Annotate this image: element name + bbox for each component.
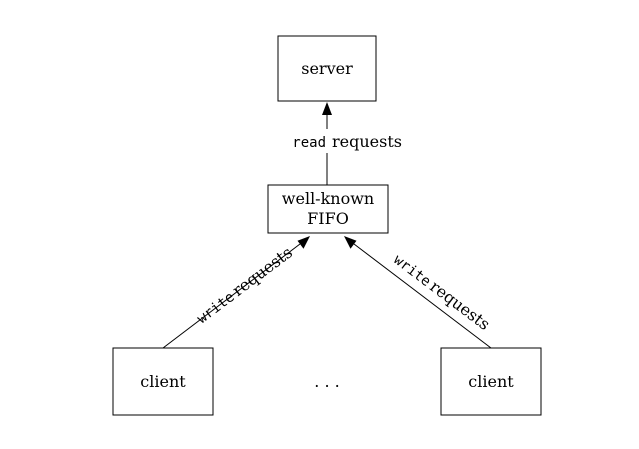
write-arrow-right-line	[353, 243, 492, 349]
write-right-text: requests	[426, 277, 493, 334]
write-left-label: write requests	[194, 243, 296, 327]
write-right-label: write requests	[390, 252, 493, 334]
read-label-gap	[326, 129, 332, 153]
read-edge-text: requests	[332, 132, 402, 151]
write-right-code: write	[390, 252, 433, 290]
read-edge-code: read	[292, 135, 326, 151]
write-arrow-right-head	[344, 236, 357, 249]
write-left-code: write	[194, 289, 237, 327]
client-right-node: client	[440, 347, 542, 416]
client-right-box	[440, 347, 542, 416]
client-left-node: client	[112, 347, 214, 416]
fifo-box	[267, 184, 389, 234]
ellipsis: . . .	[314, 372, 339, 391]
server-node: server	[277, 35, 377, 102]
client-left-box	[112, 347, 214, 416]
write-arrow-left-head	[297, 236, 310, 249]
read-arrow-head	[322, 102, 332, 115]
write-left-text: requests	[229, 243, 296, 300]
write-arrow-left	[162, 236, 310, 349]
write-arrow-right	[344, 236, 492, 349]
fifo-label-line1: well-known	[282, 189, 374, 208]
client-left-label: client	[140, 372, 186, 391]
fifo-label-line2: FIFO	[307, 209, 349, 228]
fifo-node: well-known FIFO	[267, 184, 389, 234]
server-box	[277, 35, 377, 102]
client-right-label: client	[468, 372, 514, 391]
write-arrow-left-line	[162, 243, 301, 349]
server-label: server	[301, 59, 353, 78]
